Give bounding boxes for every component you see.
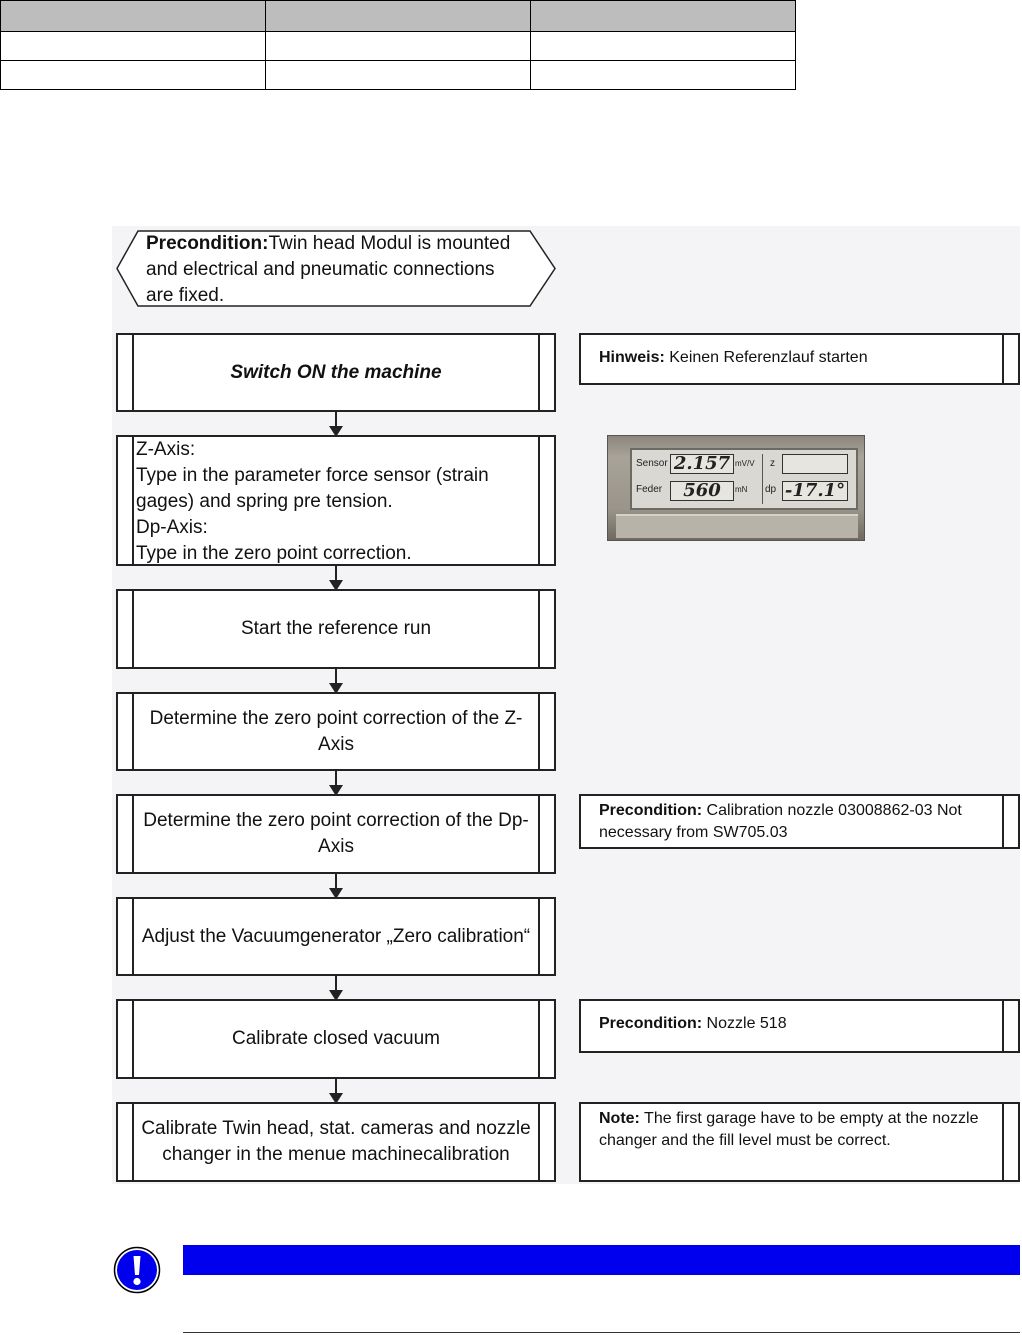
- step-label: Start the reference run: [240, 618, 432, 639]
- sensor-label: Sensor: [636, 458, 668, 469]
- header-table-head-row: [0, 0, 796, 32]
- flow-arrow: [329, 1079, 343, 1104]
- header-cell: [265, 31, 531, 61]
- feder-label: Feder: [636, 484, 663, 495]
- arrow-head-icon: [329, 785, 343, 796]
- step-switch-on: Switch ON the machine: [116, 333, 556, 412]
- arrow-head-icon: [329, 888, 343, 899]
- step-label: Switch ON the machine: [230, 361, 442, 383]
- step-label: Calibrate Twin head, stat. cameras and n…: [141, 1118, 531, 1165]
- step-zero-z-axis: Determine the zero point correction of t…: [116, 692, 556, 771]
- header-table-row: [0, 60, 796, 90]
- flow-arrow: [329, 669, 343, 694]
- exclamation-icon: [113, 1246, 161, 1294]
- note-text: Precondition: Calibration nozzle 0300886…: [599, 800, 996, 844]
- feder-value: 560: [670, 481, 734, 501]
- precondition-body: Twin head Modul is mounted and electrica…: [146, 233, 511, 306]
- step-label: Adjust the Vacuumgenerator „Zero calibra…: [141, 925, 531, 947]
- sensor-value: 2.157: [670, 454, 734, 474]
- header-cell: [0, 0, 266, 32]
- header-cell: [530, 31, 796, 61]
- dp-value: -17.1°: [782, 481, 848, 501]
- precondition-hexagon: Precondition:Twin head Modul is mounted …: [116, 230, 556, 307]
- step-label: Z-Axis: Type in the parameter force sens…: [136, 439, 489, 564]
- step-machinecalibration: Calibrate Twin head, stat. cameras and n…: [116, 1102, 556, 1182]
- note-label: Note:: [599, 1110, 640, 1127]
- header-cell: [0, 60, 266, 90]
- note-body: Keinen Referenzlauf starten: [664, 349, 868, 366]
- note-label: Precondition:: [599, 802, 703, 819]
- step-axis-parameters: Z-Axis: Type in the parameter force sens…: [116, 435, 556, 566]
- arrow-head-icon: [329, 1093, 343, 1104]
- feder-unit: mN: [735, 485, 748, 494]
- header-table: [0, 0, 796, 90]
- step-vacuumgenerator: Adjust the Vacuumgenerator „Zero calibra…: [116, 897, 556, 976]
- note-text: Precondition: Nozzle 518: [599, 1013, 996, 1035]
- flow-arrow: [329, 566, 343, 591]
- note-calibration-nozzle: Precondition: Calibration nozzle 0300886…: [579, 794, 1020, 849]
- note-label: Hinweis:: [599, 349, 665, 366]
- step-label: Determine the zero point correction of t…: [149, 707, 523, 755]
- header-cell: [265, 60, 531, 90]
- arrow-head-icon: [329, 990, 343, 1001]
- display-divider: [762, 454, 763, 504]
- precondition-text: Precondition:Twin head Modul is mounted …: [146, 231, 526, 309]
- step-label: Determine the zero point correction of t…: [143, 810, 529, 857]
- step-closed-vacuum: Calibrate closed vacuum: [116, 999, 556, 1079]
- note-body: The first garage have to be empty at the…: [599, 1110, 979, 1149]
- arrow-head-icon: [329, 426, 343, 437]
- flow-arrow: [329, 412, 343, 437]
- header-cell: [530, 0, 796, 32]
- header-cell: [0, 31, 266, 61]
- note-hinweis: Hinweis: Keinen Referenzlauf starten: [579, 333, 1020, 385]
- step-zero-dp-axis: Determine the zero point correction of t…: [116, 794, 556, 874]
- header-table-row: [0, 31, 796, 61]
- flow-arrow: [329, 976, 343, 1001]
- dp-label: dp: [765, 484, 777, 495]
- arrow-head-icon: [329, 580, 343, 591]
- arrow-head-icon: [329, 683, 343, 694]
- step-reference-run: Start the reference run: [116, 589, 556, 669]
- step-label: Calibrate closed vacuum: [231, 1028, 441, 1049]
- notice-divider: [183, 1332, 1020, 1333]
- note-body: Nozzle 518: [702, 1015, 787, 1032]
- header-cell: [265, 0, 531, 32]
- precondition-label: Precondition:: [146, 233, 269, 254]
- note-text: Hinweis: Keinen Referenzlauf starten: [599, 347, 996, 369]
- flow-arrow: [329, 771, 343, 796]
- hexagon-shape: [116, 230, 556, 307]
- note-nozzle-518: Precondition: Nozzle 518: [579, 999, 1020, 1053]
- note-body: Calibration nozzle 03008862-03 Not neces…: [599, 802, 962, 841]
- flow-arrow: [329, 874, 343, 899]
- notice-bar: [183, 1245, 1020, 1275]
- sensor-unit: mV/V: [735, 459, 755, 468]
- parameter-display-photo: Sensor 2.157 mV/V Feder 560 mN z dp -17.…: [607, 435, 865, 541]
- z-value: [782, 454, 848, 474]
- display-panel: Sensor 2.157 mV/V Feder 560 mN z dp -17.…: [630, 448, 858, 510]
- note-label: Precondition:: [599, 1015, 703, 1032]
- z-label: z: [770, 458, 775, 469]
- header-cell: [530, 60, 796, 90]
- display-housing: [616, 514, 858, 538]
- note-garage: Note: The first garage have to be empty …: [579, 1102, 1020, 1182]
- note-text: Note: The first garage have to be empty …: [599, 1108, 996, 1152]
